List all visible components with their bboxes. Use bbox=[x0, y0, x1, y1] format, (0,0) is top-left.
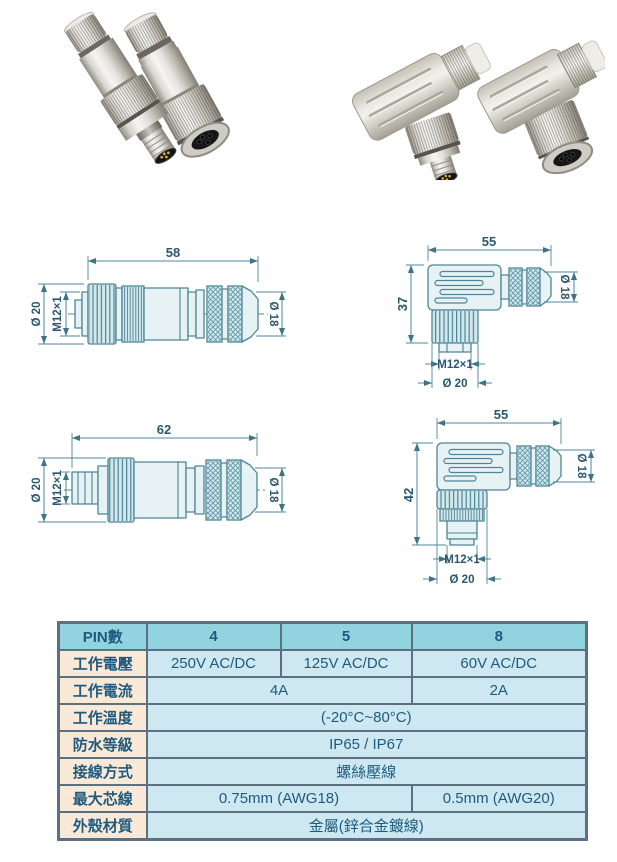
table-row-temperature: 工作溫度 (-20°C~80°C) bbox=[57, 703, 588, 732]
straight-female-connector-photo bbox=[123, 12, 230, 158]
dim-outer-diameter-label: Ø 20 bbox=[450, 574, 475, 586]
spec-header-label: PIN數 bbox=[57, 621, 148, 651]
spec-row-label: 接線方式 bbox=[57, 757, 148, 786]
spec-cell: 4A bbox=[145, 676, 413, 705]
dim-rear-diameter-label: Ø 18 bbox=[267, 302, 279, 328]
spec-cell: 0.5mm (AWG20) bbox=[410, 784, 588, 813]
spec-cell: IP65 / IP67 bbox=[145, 730, 588, 759]
table-row-housing: 外殼材質 金屬(鋅合金鍍線) bbox=[57, 811, 588, 841]
drawing-straight-male: 62 Ø 20 M12×1 Ø 18 bbox=[28, 408, 313, 578]
right-angle-male-connector-photo bbox=[352, 42, 491, 180]
dim-thread-label: M12×1 bbox=[444, 554, 480, 566]
dim-length-label: 55 bbox=[494, 407, 508, 422]
spec-row-label: 工作電流 bbox=[57, 676, 148, 705]
dim-outer-diameter-label: Ø 20 bbox=[443, 378, 468, 390]
straight-female-drawing: 58 Ø 20 M12×1 Ø 18 bbox=[31, 245, 286, 345]
dim-length-label: 58 bbox=[166, 245, 180, 260]
straight-male-drawing: 62 Ø 20 M12×1 Ø 18 bbox=[31, 422, 286, 523]
spec-row-label: 防水等級 bbox=[57, 730, 148, 759]
spec-header-col: 4 bbox=[145, 621, 282, 651]
photo-right-angle-connectors bbox=[345, 30, 605, 180]
straight-connectors-image bbox=[64, 12, 230, 164]
spec-row-label: 工作電壓 bbox=[57, 649, 148, 678]
table-row-current: 工作電流 4A 2A bbox=[57, 676, 588, 705]
dim-outer-diameter-label: Ø 20 bbox=[31, 478, 43, 503]
spec-table: PIN數 4 5 8 工作電壓 250V AC/DC 125V AC/DC 60… bbox=[57, 621, 588, 841]
spec-cell: 0.75mm (AWG18) bbox=[145, 784, 413, 813]
spec-header-col: 8 bbox=[410, 621, 588, 651]
dim-thread-label: M12×1 bbox=[52, 470, 64, 506]
table-row-wiring: 接線方式 螺絲壓線 bbox=[57, 757, 588, 786]
dim-thread-label: M12×1 bbox=[52, 296, 64, 332]
spec-cell: 125V AC/DC bbox=[279, 649, 413, 678]
spec-row-label: 最大芯線 bbox=[57, 784, 148, 813]
spec-header-col: 5 bbox=[279, 621, 413, 651]
dim-rear-diameter-label: Ø 18 bbox=[558, 275, 570, 301]
dim-height-label: 37 bbox=[395, 297, 410, 311]
dim-height-label: 42 bbox=[401, 488, 416, 502]
right-angle-connectors-image bbox=[352, 40, 605, 180]
right-angle-female-connector-photo bbox=[477, 40, 605, 175]
straight-male-connector-photo bbox=[64, 12, 177, 164]
spec-row-label: 工作溫度 bbox=[57, 703, 148, 732]
table-row-voltage: 工作電壓 250V AC/DC 125V AC/DC 60V AC/DC bbox=[57, 649, 588, 678]
spec-cell: 2A bbox=[410, 676, 588, 705]
spec-cell: 金屬(鋅合金鍍線) bbox=[145, 811, 588, 841]
spec-cell: 250V AC/DC bbox=[145, 649, 282, 678]
dim-length-label: 62 bbox=[157, 422, 171, 437]
spec-cell: (-20°C~80°C) bbox=[145, 703, 588, 732]
drawing-right-angle-male: 55 42 Ø 18 M12×1 Ø 20 bbox=[355, 398, 600, 603]
photo-straight-connectors bbox=[52, 10, 252, 195]
spec-cell: 螺絲壓線 bbox=[145, 757, 588, 786]
dim-thread-label: M12×1 bbox=[437, 359, 473, 371]
dim-rear-diameter-label: Ø 18 bbox=[575, 454, 587, 480]
right-angle-female-drawing: 55 37 Ø 18 M12×1 Ø 20 bbox=[395, 234, 578, 390]
drawing-right-angle-female: 55 37 Ø 18 M12×1 Ø 20 bbox=[358, 228, 593, 398]
drawing-straight-female: 58 Ø 20 M12×1 Ø 18 bbox=[28, 232, 313, 402]
dim-outer-diameter-label: Ø 20 bbox=[31, 302, 43, 327]
right-angle-male-drawing: 55 42 Ø 18 M12×1 Ø 20 bbox=[401, 407, 595, 586]
spec-row-label: 外殼材質 bbox=[57, 811, 148, 841]
table-row-waterproof: 防水等級 IP65 / IP67 bbox=[57, 730, 588, 759]
table-row-max-wire: 最大芯線 0.75mm (AWG18) 0.5mm (AWG20) bbox=[57, 784, 588, 813]
table-row-header: PIN數 4 5 8 bbox=[57, 621, 588, 651]
dim-length-label: 55 bbox=[482, 234, 496, 249]
dim-rear-diameter-label: Ø 18 bbox=[267, 478, 279, 504]
spec-cell: 60V AC/DC bbox=[410, 649, 588, 678]
